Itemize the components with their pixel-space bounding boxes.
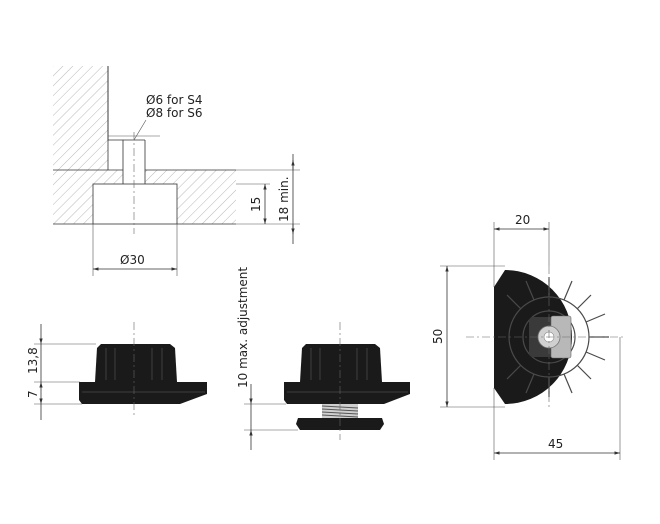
label-panel-18-min: 18 min. [277, 176, 291, 222]
label-height-13-8: 13,8 [26, 347, 40, 374]
vertical-panel-hatch [53, 66, 108, 170]
label-width-20: 20 [515, 213, 530, 227]
label-width-45: 45 [548, 437, 563, 451]
panel-section-view: Ø6 for S4 Ø8 for S6 Ø30 15 18 min. [53, 66, 300, 276]
label-hole-s6: Ø8 for S6 [146, 106, 202, 120]
label-adjustment-10-max: 10 max. adjustment [236, 267, 250, 388]
label-height-50: 50 [431, 329, 445, 344]
label-hole-s4: Ø6 for S4 [146, 93, 202, 107]
label-depth-15: 15 [249, 197, 263, 212]
horizontal-panel-hatch [53, 170, 236, 224]
label-base-7: 7 [26, 390, 40, 398]
side-view-retracted: 13,8 7 [26, 322, 207, 420]
label-dia-30: Ø30 [120, 253, 145, 267]
top-view: 20 50 45 [431, 213, 626, 460]
side-view-extended: 10 max. adjustment [236, 267, 410, 450]
